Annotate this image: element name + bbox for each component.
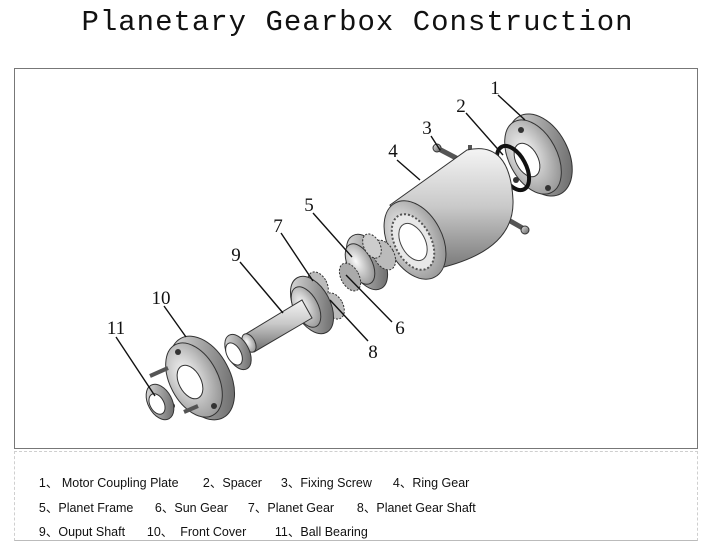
legend-item: 8、Planet Gear Shaft	[356, 501, 476, 515]
ring-gear-housing	[383, 148, 514, 280]
callout-11: 11	[107, 318, 125, 339]
legend-row-2: 5、Planet Frame 6、Sun Gear 7、Planet Gear 8、P…	[25, 483, 476, 530]
legend-item: 10、 Front Cover	[146, 525, 247, 539]
callout-5: 5	[304, 195, 314, 216]
legend-row-1: 1、 Motor Coupling Plate 2、Spacer 3、Fixing …	[25, 458, 469, 505]
planet-frame	[344, 233, 397, 291]
callout-1: 1	[490, 78, 500, 99]
callout-9: 9	[231, 245, 241, 266]
legend-item: 2、Spacer	[202, 476, 262, 490]
legend-item: 4、Ring Gear	[392, 476, 470, 490]
legend-item: 3、Fixing Screw	[280, 476, 372, 490]
legend-row-3: 9、Ouput Shaft 10、 Front Cover 11、Ball Bear…	[25, 507, 368, 554]
callout-4: 4	[388, 141, 398, 162]
legend-item: 1、 Motor Coupling Plate	[38, 476, 179, 490]
diagram-title: Planetary Gearbox Construction	[81, 6, 634, 39]
diagram-frame	[14, 68, 698, 449]
output-shaft	[224, 299, 313, 371]
callout-8: 8	[368, 342, 378, 363]
legend-item: 11、Ball Bearing	[274, 525, 368, 539]
callout-10: 10	[152, 288, 171, 309]
parts-legend: 1、 Motor Coupling Plate 2、Spacer 3、Fixing …	[14, 451, 698, 541]
legend-item: 9、Ouput Shaft	[38, 525, 126, 539]
callout-2: 2	[456, 96, 466, 117]
motor-coupling-plate	[504, 113, 573, 197]
callout-7: 7	[273, 216, 283, 237]
callout-6: 6	[395, 318, 405, 339]
leader-lines	[115, 94, 526, 397]
front-cover	[149, 335, 236, 421]
legend-item: 5、Planet Frame	[38, 501, 134, 515]
legend-item: 7、Planet Gear	[247, 501, 335, 515]
callout-3: 3	[422, 118, 432, 139]
legend-item: 6、Sun Gear	[154, 501, 228, 515]
